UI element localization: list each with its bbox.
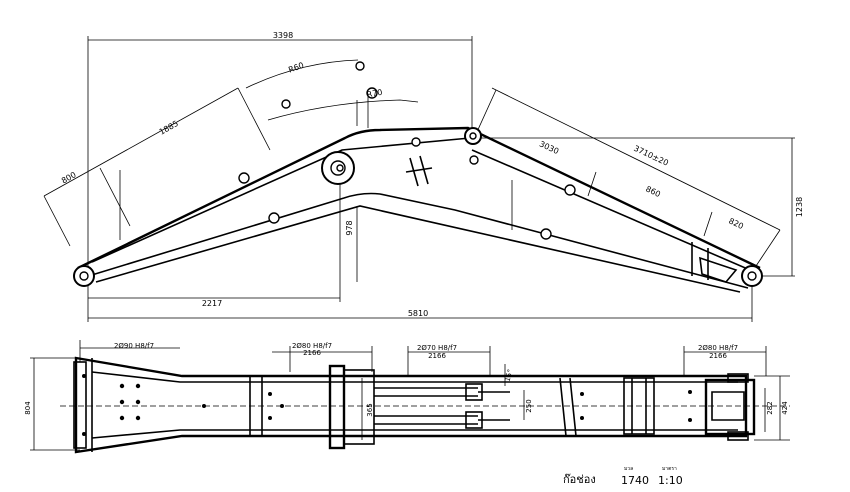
dim-left-upper: 1885 — [158, 119, 180, 137]
dim-bore-4-width: 2166 — [709, 352, 727, 360]
dim-left-width: 804 — [24, 401, 32, 415]
dim-left-small: 800 — [60, 170, 78, 185]
title-block: ก๊อช่อง มวล 1740 มาตรา 1:10 — [563, 466, 683, 487]
dim-overall-length: 5810 — [408, 309, 428, 318]
dim-arc-a: R60 — [287, 61, 305, 75]
dim-right-inner: 3030 — [538, 139, 560, 156]
part-mass: 1740 — [621, 474, 649, 487]
dim-right-upper: 3710±20 — [632, 144, 670, 168]
elevation-pins — [73, 61, 763, 287]
drawing-scale: 1:10 — [658, 474, 683, 487]
dim-center-width-a: 365 — [366, 403, 374, 416]
dim-right-small: 820 — [727, 216, 745, 231]
dim-right-a: 282 — [766, 401, 774, 414]
dim-bore-2-width: 2166 — [303, 349, 321, 357]
plan-dimension-lines — [30, 340, 790, 451]
dim-arc-b: R70 — [366, 88, 383, 100]
plan-dimension-texts: 2Ø90 H8/f7 2Ø80 H8/f7 2166 2Ø70 H8/f7 21… — [24, 342, 789, 417]
dim-small-tick: 15° — [504, 368, 515, 382]
dim-right-mid: 860 — [644, 184, 662, 199]
dim-right-b: 424 — [781, 401, 789, 415]
dim-bore-4: 2Ø80 H8/f7 — [698, 344, 738, 352]
mass-caption: มวล — [624, 466, 633, 472]
plan-outline — [60, 356, 790, 454]
plan-view: 2Ø90 H8/f7 2Ø80 H8/f7 2166 2Ø70 H8/f7 21… — [24, 340, 790, 454]
elevation-view: 3398 R60 R70 1885 800 978 2217 5810 3710… — [43, 31, 804, 322]
scale-caption: มาตรา — [662, 466, 677, 472]
dim-right-height: 1238 — [795, 197, 804, 217]
dim-overall-top: 3398 — [273, 31, 293, 40]
elevation-dimension-lines — [43, 36, 795, 322]
plan-hole-marks — [82, 374, 692, 436]
dim-bore-3: 2Ø70 H8/f7 — [417, 344, 457, 352]
dim-bore-3-width: 2166 — [428, 352, 446, 360]
dim-bore-1: 2Ø90 H8/f7 — [114, 342, 154, 350]
dim-center-height: 978 — [345, 220, 354, 235]
dim-bore-2: 2Ø80 H8/f7 — [292, 342, 332, 350]
dim-center-width-b: 250 — [525, 399, 533, 412]
part-name: ก๊อช่อง — [563, 473, 596, 486]
dim-pin-offset: 2217 — [202, 299, 222, 308]
boom-outline — [77, 126, 761, 293]
